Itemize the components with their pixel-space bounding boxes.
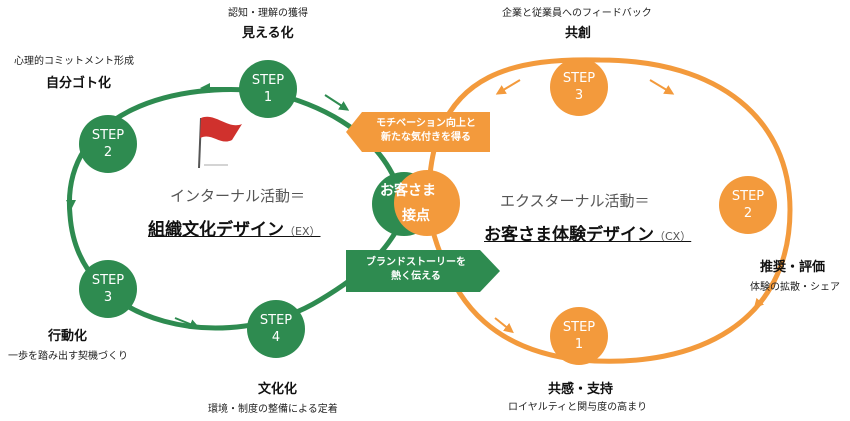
- ex-step-4-num: 4: [271, 330, 281, 345]
- top-arrow-line2: 新たな気付きを得る: [381, 132, 471, 143]
- ex-arrow-4: [324, 94, 350, 111]
- cx-title-text: お客さま体験デザイン: [484, 225, 654, 245]
- cx-step-1: STEP 1: [550, 307, 608, 365]
- cx-arrow-1: [495, 79, 521, 95]
- cx-step-3-label: STEP: [562, 71, 596, 86]
- ex-step-1-num: 1: [263, 90, 273, 105]
- ex-step-4-title: 文化化: [258, 382, 298, 397]
- cx-step-1-label: STEP: [562, 320, 596, 335]
- ex-step-1-title: 見える化: [242, 26, 294, 41]
- cx-step-3: STEP 3: [550, 58, 608, 116]
- ex-step-3-label: STEP: [91, 273, 125, 288]
- cx-arrow-2: [649, 79, 675, 95]
- cx-step-2-num: 2: [743, 206, 753, 221]
- cx-title-suffix: （CX）: [654, 230, 692, 243]
- ex-step-3-sub: 一歩を踏み出す契機づくり: [8, 351, 128, 362]
- ex-step-4-label: STEP: [259, 313, 293, 328]
- ex-step-3-num: 3: [103, 290, 113, 305]
- ex-title-text: 組織文化デザイン: [148, 220, 284, 240]
- cx-step-1-num: 1: [574, 337, 584, 352]
- bottom-arrow-line1: ブランドストーリーを: [366, 257, 466, 268]
- cx-step-1-title: 共感・支持: [548, 382, 614, 397]
- cx-step-3-num: 3: [574, 88, 584, 103]
- cx-step-3-title: 共創: [565, 26, 592, 41]
- ex-step-2-title: 自分ゴト化: [46, 76, 112, 91]
- ex-step-2-label: STEP: [91, 128, 125, 143]
- ex-step-3: STEP 3: [79, 260, 137, 318]
- top-arrow-line1: モチベーション向上と: [376, 118, 476, 129]
- cx-step-3-sub: 企業と従業員へのフィードバック: [502, 8, 652, 19]
- cx-arrow-3: [753, 289, 771, 309]
- ex-arrow-3: [174, 317, 200, 329]
- cx-step-1-sub: ロイヤルティと関与度の高まり: [508, 402, 648, 413]
- ex-step-2-num: 2: [103, 145, 113, 160]
- bottom-arrow-line2: 熱く伝える: [391, 271, 441, 282]
- top-arrow-label: モチベーション向上と 新たな気付きを得る: [362, 117, 490, 145]
- center-label-line1: お客さま: [380, 183, 436, 199]
- top-arrow-banner: [346, 112, 490, 152]
- bottom-arrow-label: ブランドストーリーを 熱く伝える: [352, 256, 480, 284]
- ex-step-3-title: 行動化: [48, 329, 88, 344]
- cx-step-2-label: STEP: [731, 189, 765, 204]
- cx-step-2-sub: 体験の拡散・シェア: [750, 282, 840, 293]
- ex-step-2: STEP 2: [79, 115, 137, 173]
- center-orange-circle: [394, 170, 460, 236]
- cx-arrow-4: [494, 317, 514, 334]
- ex-step-2-sub: 心理的コミットメント形成: [14, 56, 134, 67]
- cx-step-2: STEP 2: [719, 176, 777, 234]
- ex-title: 組織文化デザイン（EX）: [148, 215, 321, 240]
- ex-step-1-label: STEP: [251, 73, 285, 88]
- cx-step-2-title: 推奨・評価: [760, 260, 826, 275]
- ex-step-1: STEP 1: [239, 60, 297, 118]
- cx-caption: エクスターナル活動＝: [500, 192, 650, 210]
- center-label-line2: 接点: [402, 208, 430, 224]
- ex-caption: インターナル活動＝: [170, 187, 306, 205]
- ex-step-4-sub: 環境・制度の整備による定着: [208, 404, 338, 415]
- ex-title-suffix: （EX）: [284, 225, 321, 238]
- ex-step-1-sub: 認知・理解の獲得: [228, 8, 308, 19]
- cx-title: お客さま体験デザイン（CX）: [484, 220, 691, 245]
- flag-icon: [198, 116, 242, 169]
- bottom-arrow-banner: [346, 250, 500, 292]
- ex-step-4: STEP 4: [247, 300, 305, 358]
